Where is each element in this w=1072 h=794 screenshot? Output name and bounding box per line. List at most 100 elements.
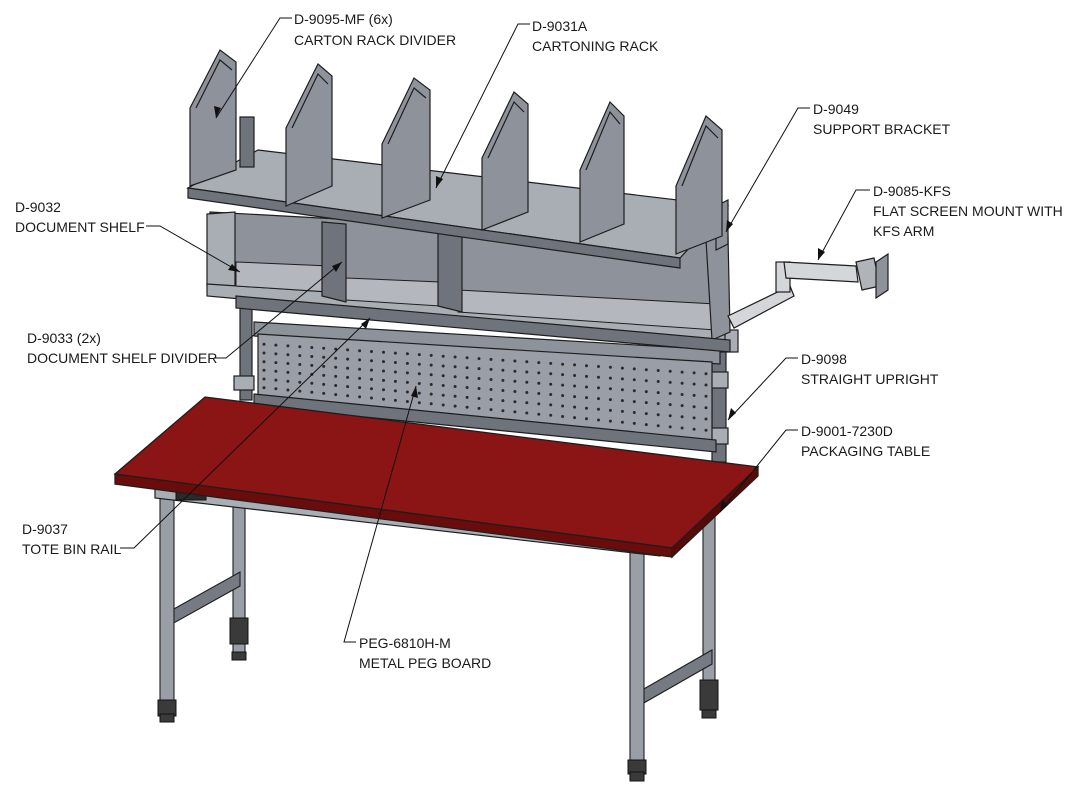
peg-hole [465, 395, 469, 399]
peg-hole [501, 389, 505, 392]
peg-hole [393, 361, 397, 364]
peg-hole [441, 364, 445, 368]
peg-hole [680, 415, 684, 419]
peg-hole [274, 361, 278, 365]
peg-hole [680, 381, 684, 385]
peg-hole [465, 356, 469, 360]
peg-hole [692, 416, 696, 420]
peg-hole [680, 426, 684, 430]
peg-hole [561, 362, 565, 366]
peg-hole [632, 389, 636, 393]
peg-hole [549, 393, 553, 396]
flat-screen-mount-assembly [727, 252, 889, 329]
callout-desc-support-bracket: SUPPORT BRACKET [813, 121, 951, 137]
peg-hole [298, 389, 302, 393]
carton-rack-divider-4 [481, 91, 529, 231]
peg-hole [477, 357, 481, 361]
peg-hole [274, 378, 278, 382]
left-side-brace [171, 571, 241, 625]
tabletop-side-edge [671, 465, 759, 559]
peg-hole [382, 360, 385, 364]
peg-hole [597, 418, 600, 422]
peg-hole [513, 359, 517, 363]
peg-hole [585, 396, 588, 400]
leader-arrowheads [214, 106, 825, 512]
peg-hole [644, 401, 648, 405]
pegboard-holes [262, 342, 708, 432]
peg-hole [429, 363, 433, 367]
peg-hole [286, 370, 290, 374]
peg-hole [358, 395, 362, 399]
peg-hole [393, 389, 397, 393]
cartoning-rack-assembly [186, 49, 730, 269]
peg-hole [274, 369, 278, 373]
carton-rack-divider-5 [579, 100, 625, 243]
callout-desc-packaging-table: PACKAGING TABLE [801, 443, 930, 459]
peg-hole [262, 342, 266, 346]
peg-hole [370, 387, 373, 391]
carton-rack-divider-3 [381, 77, 431, 219]
peg-hole [453, 355, 457, 359]
peg-hole [501, 409, 505, 413]
left-upright-clamp [233, 375, 255, 391]
peg-hole [561, 404, 565, 408]
peg-hole [322, 391, 326, 395]
peg-hole [608, 408, 612, 412]
peg-hole [310, 390, 314, 394]
peg-hole [477, 397, 481, 400]
peg-hole [573, 395, 577, 399]
peg-hole [453, 365, 457, 369]
peg-hole [322, 364, 326, 368]
peg-hole [453, 404, 457, 408]
peg-hole [573, 374, 577, 377]
callout-desc-straight-upright: STRAIGHT UPRIGHT [801, 371, 939, 387]
peg-hole [692, 393, 696, 397]
shelf-bottom-beam [235, 295, 731, 353]
peg-hole [668, 414, 672, 418]
peg-hole [620, 377, 624, 381]
peg-hole [620, 399, 624, 403]
peg-hole [346, 394, 350, 398]
peg-hole [561, 373, 565, 377]
callout-part-carton-rack-divider: D-9095-MF (6x) [294, 11, 393, 27]
peg-hole [441, 374, 445, 378]
peg-hole [310, 363, 314, 367]
peg-hole [644, 379, 648, 383]
peg-hole [262, 351, 266, 355]
peg-hole [704, 394, 708, 398]
leader-tote-bin-rail [120, 317, 371, 549]
peg-hole [322, 355, 326, 359]
peg-hole [334, 365, 338, 369]
peg-hole [704, 372, 708, 376]
peg-hole [585, 385, 588, 389]
peg-hole [453, 394, 457, 398]
peg-hole [298, 371, 302, 375]
callout-desc2-flat-screen-mount: KFS ARM [873, 223, 934, 239]
peg-hole [489, 408, 493, 412]
peg-hole [286, 362, 290, 365]
peg-hole [644, 368, 648, 372]
peg-hole [561, 394, 565, 398]
front-right-leg [629, 547, 645, 779]
callout-part-support-bracket: D-9049 [813, 101, 859, 117]
callout-part-cartoning-rack: D-9031A [532, 18, 588, 34]
peg-hole [585, 406, 588, 410]
shelf-divider-1 [321, 221, 347, 303]
peg-hole [680, 404, 684, 408]
peg-hole [465, 386, 469, 389]
peg-hole [393, 398, 397, 402]
peg-hole [405, 400, 409, 403]
peg-hole [298, 363, 302, 366]
peg-hole [632, 367, 636, 371]
peg-hole [620, 366, 624, 370]
peg-hole [346, 385, 350, 389]
peg-hole [429, 373, 433, 377]
peg-hole [656, 380, 660, 383]
peg-hole [525, 401, 529, 405]
peg-hole [465, 376, 469, 380]
peg-hole [405, 371, 409, 375]
peg-hole [632, 400, 636, 404]
callout-part-straight-upright: D-9098 [801, 351, 847, 367]
peg-hole [513, 410, 517, 414]
peg-hole [489, 378, 493, 381]
